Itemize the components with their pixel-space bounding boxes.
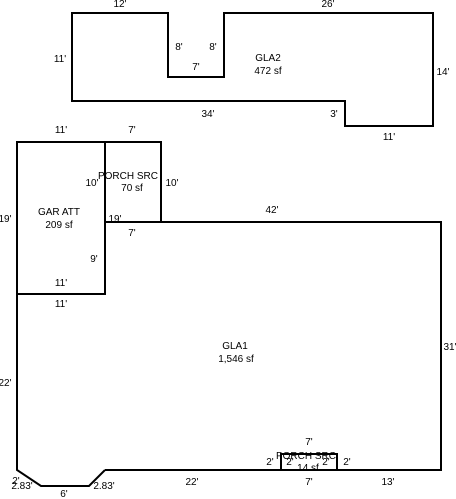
dim-bottom-mid: 22' <box>185 477 198 488</box>
dim-gla2-top-right: 26' <box>321 0 334 10</box>
dim-chamfer-left: 2.83' <box>11 481 32 492</box>
dim-porch-bottom-left-in: 2' <box>286 457 294 468</box>
porch-bottom-outline <box>280 453 338 470</box>
dim-gla2-notch-right: 8' <box>209 42 217 53</box>
dim-porch-bottom-right-out: 2' <box>343 457 351 468</box>
dim-gla1-left: 22' <box>0 378 12 389</box>
gla2-size: 472 sf <box>254 66 281 77</box>
dim-gar-left: 19' <box>0 214 12 225</box>
porch-top-name: PORCH SRC <box>98 171 158 182</box>
dim-gla2-notch-bottom: 7' <box>192 62 200 73</box>
dim-gar-bottom-inner: 11' <box>55 278 67 289</box>
dim-gla2-left: 11' <box>54 54 66 65</box>
dim-gla2-notch-left: 8' <box>175 42 183 53</box>
dim-gar-right-lower: 19' <box>108 214 121 225</box>
dim-gar-top: 11' <box>55 125 67 136</box>
porch-bottom-name: PORCH SRC <box>276 451 336 462</box>
dim-porch-bottom-right-in: 2' <box>322 457 330 468</box>
gar-att-size: 209 sf <box>45 220 72 231</box>
gar-att-name: GAR ATT <box>38 207 80 218</box>
garage-outline <box>16 141 106 295</box>
dim-gla2-step: 3' <box>330 109 338 120</box>
dim-bottom-center: 6' <box>60 489 68 499</box>
dim-chamfer-right: 2.83' <box>93 481 114 492</box>
porch-top-outline <box>104 141 162 223</box>
dim-gla2-bottom-right: 11' <box>383 132 395 143</box>
porch-top-size: 70 sf <box>121 183 143 194</box>
dim-bottom-left: 2' <box>12 476 20 487</box>
dim-gar-inner-right: 9' <box>90 254 98 265</box>
dim-gar-right-upper: 10' <box>85 178 98 189</box>
dim-gla2-top-left: 12' <box>113 0 126 10</box>
dim-bottom-right: 13' <box>381 477 394 488</box>
dim-gla1-right: 31' <box>443 342 456 353</box>
dim-porch-bottom-top: 7' <box>305 437 313 448</box>
dim-porch-bottom-bottom: 7' <box>305 477 313 488</box>
gla1-size: 1,546 sf <box>218 354 254 365</box>
gla1-name: GLA1 <box>222 341 248 352</box>
dim-porch-top-bottom: 7' <box>128 228 136 239</box>
gla2-name: GLA2 <box>255 53 281 64</box>
porch-bottom-size: 14 sf <box>297 463 319 474</box>
dim-gla1-top: 42' <box>265 205 278 216</box>
dim-gar-bottom-outer: 11' <box>55 299 67 310</box>
dim-gla2-bottom: 34' <box>201 109 214 120</box>
dim-porch-top-right: 10' <box>165 178 178 189</box>
dim-gla2-right: 14' <box>436 67 449 78</box>
dim-porch-bottom-left-out: 2' <box>266 457 274 468</box>
gla1-outline <box>16 221 442 487</box>
gla2-outline <box>71 12 434 127</box>
dim-porch-top-top: 7' <box>128 125 136 136</box>
